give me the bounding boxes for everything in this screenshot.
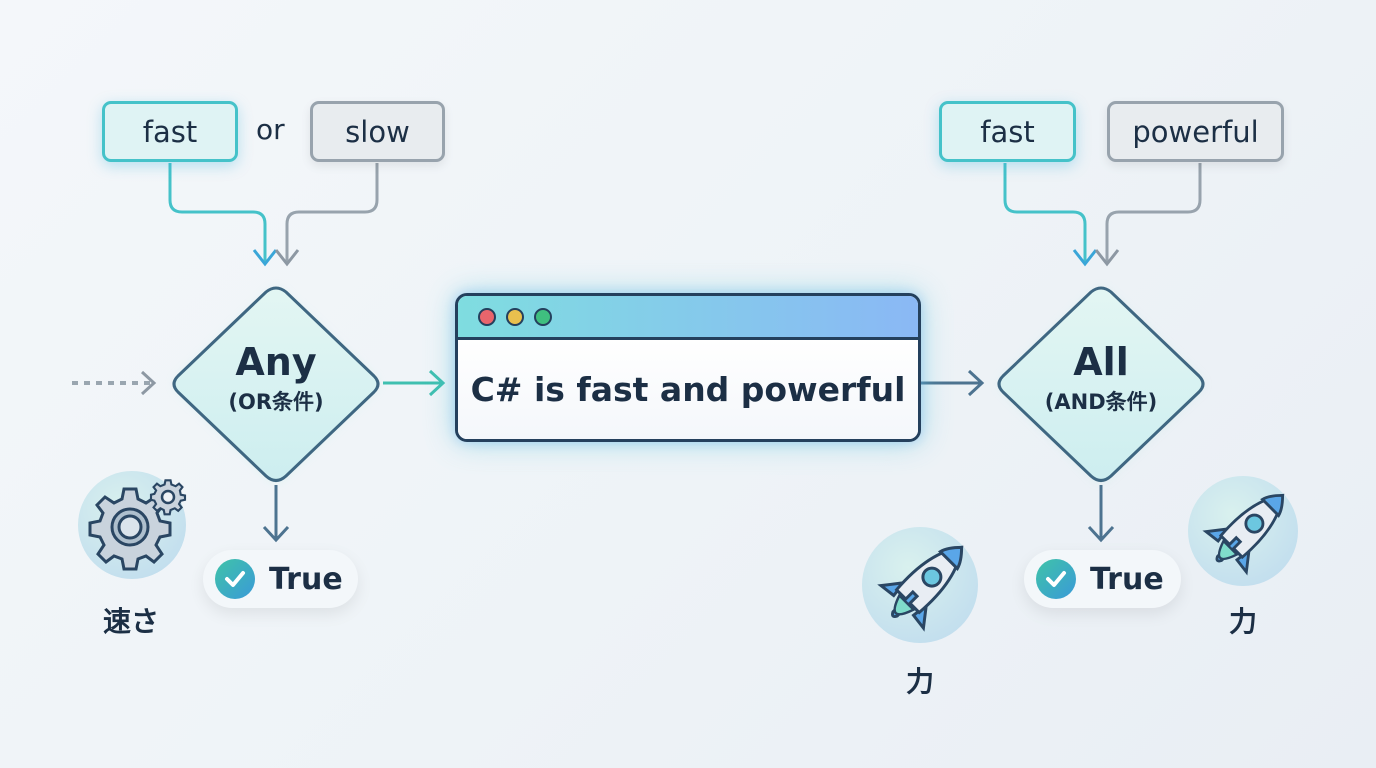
- any-diamond: [172, 286, 380, 482]
- slow-to-any-connector: [285, 163, 379, 264]
- powerful-input-box: powerful: [1107, 101, 1284, 162]
- fast-to-all-connector: [1003, 163, 1087, 264]
- all-title: All: [1073, 340, 1129, 384]
- or-label: or: [256, 113, 285, 146]
- code-window: C# is fast and powerful: [455, 293, 921, 442]
- slow-input-box: slow: [310, 101, 445, 162]
- powerful-to-all-connector: [1105, 163, 1202, 264]
- fast-label: fast: [142, 114, 198, 149]
- all-diamond: [997, 286, 1205, 482]
- true-label: True: [269, 561, 343, 597]
- arrowhead-icon: [252, 249, 278, 267]
- all-subtitle: (AND条件): [1044, 390, 1158, 414]
- slow-label: slow: [345, 114, 410, 149]
- window-text: C# is fast and powerful: [470, 370, 906, 409]
- power-caption-1: 力: [905, 665, 934, 698]
- any-subtitle: (OR条件): [228, 390, 324, 414]
- true-result-left: True: [203, 550, 358, 608]
- all-diamond-label: All (AND条件): [1001, 340, 1201, 416]
- true-result-right: True: [1024, 550, 1181, 608]
- rocket-icon: [862, 527, 978, 643]
- fast-label: fast: [980, 114, 1035, 149]
- any-title: Any: [235, 340, 317, 384]
- close-dot-icon: [478, 307, 496, 326]
- arrowhead-icon: [274, 249, 300, 267]
- gear-icon: [78, 471, 187, 579]
- minimize-dot-icon: [506, 307, 524, 326]
- powerful-label: powerful: [1132, 114, 1259, 149]
- any-diamond-label: Any (OR条件): [176, 340, 376, 416]
- fast-input-box-left: fast: [102, 101, 238, 162]
- arrowhead-icon: [1072, 249, 1098, 267]
- true-label: True: [1090, 561, 1164, 597]
- maximize-dot-icon: [534, 307, 552, 326]
- window-titlebar: [458, 296, 918, 340]
- speed-caption: 速さ: [102, 605, 159, 638]
- power-caption-2: 力: [1228, 605, 1257, 638]
- check-icon: [215, 559, 255, 599]
- check-icon: [1036, 559, 1076, 599]
- arrowhead-icon: [1094, 249, 1120, 267]
- rocket-icon: [1188, 476, 1298, 586]
- fast-input-box-right: fast: [939, 101, 1076, 162]
- fast-to-any-connector: [168, 163, 267, 264]
